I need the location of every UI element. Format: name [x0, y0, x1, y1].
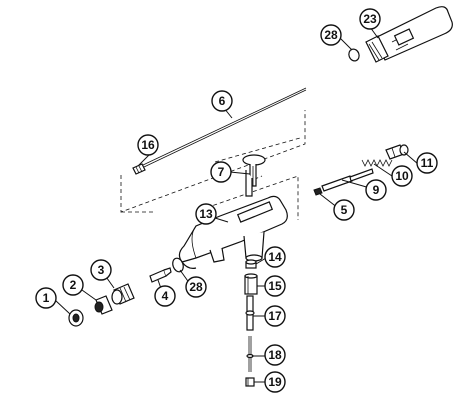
svg-text:14: 14 [268, 250, 282, 264]
callout-14: 14 [264, 246, 286, 268]
part-7-trigger [242, 154, 266, 197]
callout-11: 11 [416, 152, 438, 174]
svg-text:17: 17 [268, 309, 282, 323]
callout-10: 10 [391, 165, 413, 187]
svg-text:11: 11 [421, 156, 434, 170]
callout-4: 4 [154, 285, 176, 307]
part-28-oring-mid [172, 257, 184, 273]
callout-28-top: 28 [320, 24, 342, 46]
callout-6: 6 [211, 90, 233, 112]
part-18-valve-spring [246, 336, 254, 372]
callout-16: 16 [137, 134, 159, 156]
svg-text:4: 4 [162, 289, 169, 303]
callout-5: 5 [333, 199, 355, 221]
callout-1: 1 [35, 287, 57, 309]
part-11-spring-guide [385, 144, 409, 160]
part-19-valve-screw [245, 377, 255, 387]
part-14-valve-nut [245, 259, 257, 269]
svg-text:2: 2 [70, 278, 77, 292]
part-13-body [178, 195, 288, 269]
svg-text:1: 1 [43, 291, 50, 305]
callout-2: 2 [62, 274, 84, 296]
svg-text:16: 16 [141, 138, 155, 152]
part-2-nozzle-cap [94, 295, 113, 315]
part-28-oring-top [348, 48, 360, 62]
part-6-needle [142, 87, 307, 168]
svg-text:9: 9 [373, 183, 380, 197]
svg-text:18: 18 [268, 348, 282, 362]
part-9-rod [321, 168, 374, 192]
svg-text:7: 7 [218, 165, 225, 179]
svg-text:3: 3 [98, 263, 105, 277]
svg-text:10: 10 [395, 169, 409, 183]
leader-lines [54, 26, 419, 383]
part-15-valve-body [244, 273, 258, 295]
part-10-spring [361, 159, 393, 167]
part-5-guide [313, 187, 323, 196]
part-17-valve-stem [245, 295, 255, 331]
callout-3: 3 [90, 259, 112, 281]
callout-7: 7 [210, 161, 232, 183]
callout-17: 17 [264, 305, 286, 327]
svg-text:28: 28 [189, 280, 203, 294]
part-1-cap [68, 309, 84, 327]
callout-19: 19 [264, 371, 286, 393]
callout-18: 18 [264, 344, 286, 366]
svg-text:6: 6 [219, 94, 226, 108]
part-23-handle [365, 6, 453, 63]
callout-9: 9 [365, 179, 387, 201]
callout-28-mid: 28 [185, 276, 207, 298]
svg-text:19: 19 [268, 375, 282, 389]
svg-text:28: 28 [324, 28, 338, 42]
part-4-nozzle [149, 267, 172, 283]
callout-23: 23 [359, 8, 381, 30]
svg-text:15: 15 [268, 279, 282, 293]
svg-text:23: 23 [363, 12, 377, 26]
callout-13: 13 [195, 203, 217, 225]
callout-15: 15 [264, 275, 286, 297]
svg-text:5: 5 [341, 203, 348, 217]
svg-text:13: 13 [199, 207, 213, 221]
part-3-head [111, 283, 135, 305]
